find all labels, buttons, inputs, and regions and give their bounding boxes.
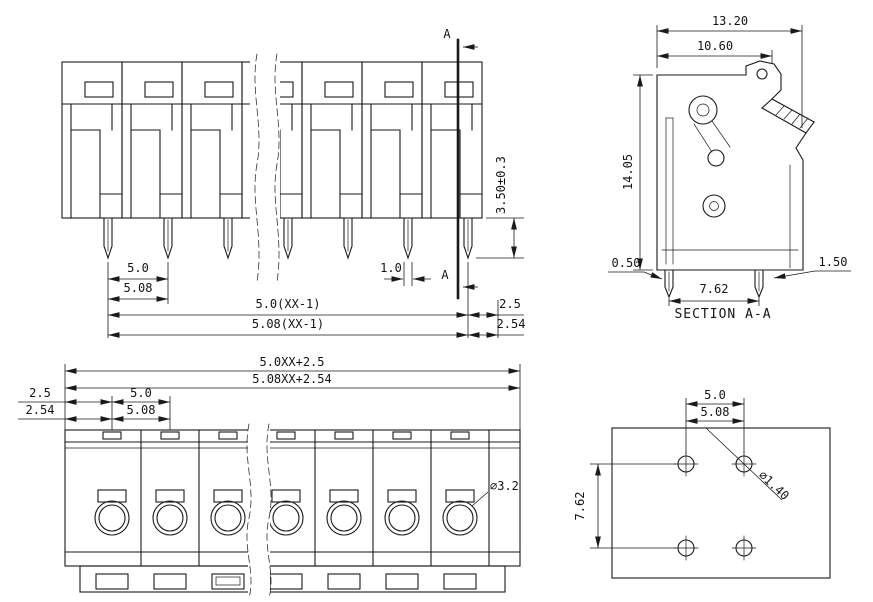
dim-total-inch: 5.08XX+2.54	[252, 372, 331, 386]
dim-drill-dia: ⌀1.40	[756, 468, 792, 503]
terminal-cell-top	[152, 429, 200, 590]
dim-pin-row-pitch: 7.62	[700, 282, 729, 296]
dim-end-margin-inch: 2.54	[497, 317, 526, 331]
solder-pin	[343, 217, 353, 259]
contact-cavity-section	[702, 194, 726, 218]
section-marker-bottom: A	[441, 268, 449, 282]
break-mask	[250, 54, 280, 284]
release-lever	[761, 98, 773, 109]
dim-body-width: 10.60	[697, 39, 733, 53]
section-housing	[656, 60, 815, 299]
solder-pin	[223, 217, 233, 259]
dim-pin-length: 3.50±0.3	[494, 156, 508, 214]
solder-pin	[163, 217, 173, 259]
solder-pin	[103, 217, 113, 259]
pin-base-detail	[215, 576, 241, 586]
hole-centerlines	[673, 451, 699, 477]
section-view: 13.20 10.60 14.05 0.50 7.62 1.50 SECTION…	[608, 14, 851, 322]
leader-line	[471, 491, 489, 507]
hole-centerlines	[731, 535, 757, 561]
solder-pin	[463, 217, 473, 259]
dim-end-margin-mm: 2.5	[499, 297, 521, 311]
terminal-cell	[301, 61, 363, 219]
section-caption: SECTION A-A	[674, 307, 771, 322]
terminal-cell-top	[94, 429, 142, 590]
terminal-cell	[421, 61, 483, 219]
leader-line	[643, 271, 663, 280]
dim-span-mm: 5.0(XX-1)	[255, 297, 320, 311]
housing-outline	[795, 132, 807, 271]
solder-pin	[403, 217, 413, 259]
solder-pin	[664, 269, 674, 299]
leader-line	[705, 427, 783, 501]
dim-pin-width: 1.0	[380, 261, 402, 275]
housing-outline	[656, 60, 782, 271]
contact-cavity-section	[709, 201, 719, 211]
section-cut-line: A A	[441, 27, 478, 300]
release-lever	[805, 121, 815, 134]
dim-overall-width: 13.20	[712, 14, 748, 28]
solder-pin	[283, 217, 293, 259]
pin-strip	[79, 565, 506, 593]
dim-pitch-mm: 5.0	[127, 261, 149, 275]
dim-end-margin-mm: 2.5	[29, 386, 51, 400]
section-dimensions: 13.20 10.60 14.05 0.50 7.62 1.50 SECTION…	[608, 14, 851, 322]
drill-holes	[673, 451, 757, 561]
dim-pitch-inch: 5.08	[124, 281, 153, 295]
solder-pins-front	[103, 217, 473, 259]
top-view: 5.0XX+2.5 5.08XX+2.54 2.5 2.54 5.0 5.08 …	[18, 355, 521, 599]
clamp-screw-section	[688, 95, 718, 125]
release-lever	[761, 107, 807, 134]
pcb-outline	[611, 427, 831, 579]
terminal-cell-top	[384, 429, 432, 590]
break-line	[266, 423, 272, 599]
dim-pitch-inch: 5.08	[127, 403, 156, 417]
terminal-cell	[181, 61, 243, 219]
footprint-dimensions: 5.0 5.08 7.62 ⌀1.40	[573, 388, 792, 549]
top-dimensions: 5.0XX+2.5 5.08XX+2.54 2.5 2.54 5.0 5.08 …	[18, 355, 521, 507]
housing-outline-top	[64, 429, 521, 567]
dim-hole-pitch-mm: 5.0	[704, 388, 726, 402]
front-view: A A 5.0 5.08 1.0 5.0(XX-1) 5.08(XX-1)	[61, 27, 526, 338]
break-line	[254, 53, 260, 283]
release-lever	[771, 98, 815, 123]
dim-row-pitch: 7.62	[573, 492, 587, 521]
wire-channel	[693, 120, 731, 153]
break-line	[274, 53, 280, 283]
dim-span-inch: 5.08(XX-1)	[252, 317, 324, 331]
terminal-cell	[361, 61, 423, 219]
dim-end-margin-inch: 2.54	[26, 403, 55, 417]
lever-grip-ridges	[775, 105, 809, 129]
footprint-view: 5.0 5.08 7.62 ⌀1.40	[573, 388, 831, 579]
dim-overall-height: 14.05	[621, 154, 635, 190]
terminal-cell-top	[268, 429, 316, 590]
leader-line	[773, 270, 816, 279]
break-line	[246, 423, 252, 599]
dim-total-mm: 5.0XX+2.5	[259, 355, 324, 369]
solder-pin	[754, 269, 764, 299]
dim-screw-hole-dia: ⌀3.2	[490, 479, 519, 493]
terminal-cell-top	[326, 429, 374, 590]
section-marker-top: A	[443, 27, 451, 41]
terminal-cell	[121, 61, 183, 219]
terminal-cell	[61, 61, 123, 219]
pivot-hole	[756, 68, 768, 80]
dim-hole-pitch-inch: 5.08	[701, 405, 730, 419]
clamp-screw-section	[696, 103, 710, 117]
terminal-housing-top	[64, 429, 521, 593]
wire-entry-section	[707, 149, 725, 167]
dim-pitch-mm: 5.0	[130, 386, 152, 400]
break-mask	[248, 424, 270, 598]
front-dimensions: 5.0 5.08 1.0 5.0(XX-1) 5.08(XX-1) 2.5 2.…	[107, 156, 526, 338]
dim-pin-offset: 0.50	[612, 256, 641, 270]
terminal-cell-top	[442, 429, 490, 590]
hole-centerlines	[673, 535, 699, 561]
dim-pin-edge-margin: 1.50	[819, 255, 848, 269]
